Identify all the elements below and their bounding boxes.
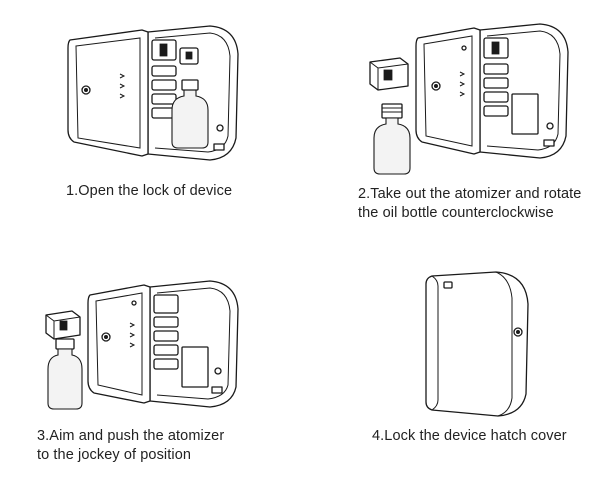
indicator-icon <box>443 281 453 289</box>
assembled-bottle <box>47 348 83 410</box>
closed-device <box>425 271 529 417</box>
open-door <box>87 284 151 404</box>
step-3-line-2: to the jockey of position <box>37 447 192 463</box>
step-1-illustration <box>67 25 239 161</box>
step-3-caption: 3.Aim and push the atomizer to the jocke… <box>37 427 224 465</box>
bottle-cap <box>381 103 403 119</box>
oil-bottle <box>171 87 209 149</box>
step-4-line-1: 4.Lock the device hatch cover <box>372 428 567 444</box>
step-2-caption: 2.Take out the atomizer and rotate the o… <box>358 185 581 223</box>
step-2-illustration <box>369 23 569 175</box>
step-3-line-1: 3.Aim and push the atomizer <box>37 428 225 444</box>
open-door <box>415 27 481 155</box>
step-4-illustration <box>425 271 529 417</box>
step-1-caption: 1.Open the lock of device <box>66 182 232 201</box>
step-3-illustration <box>45 280 239 410</box>
open-door <box>67 29 149 157</box>
step-2-line-1: 2.Take out the atomizer and rotate <box>358 186 582 202</box>
step-1-line-1: 1.Open the lock of device <box>66 183 233 199</box>
detached-bottle <box>373 117 411 175</box>
step-2-line-2: the oil bottle counterclockwise <box>358 205 554 221</box>
step-4-caption: 4.Lock the device hatch cover <box>372 427 567 446</box>
